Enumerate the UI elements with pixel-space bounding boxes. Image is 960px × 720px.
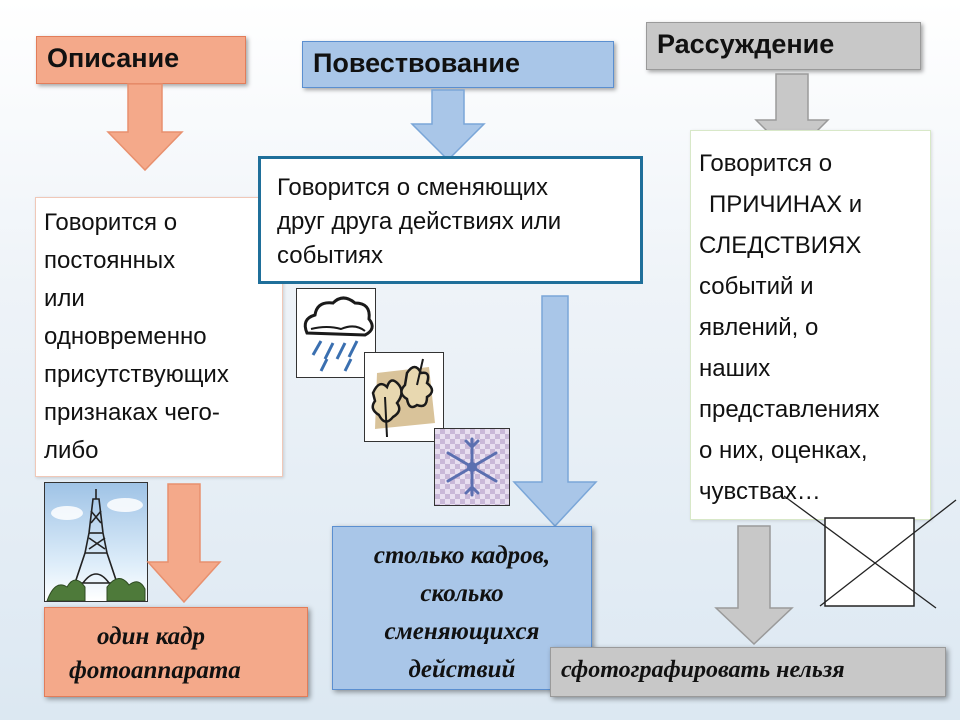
result-reasoning-label: сфотографировать нельзя [561, 657, 845, 683]
narration-text-box: Говорится о сменяющих друг друга действи… [258, 156, 643, 284]
reasoning-line-3: СЛЕДСТВИЯХ [699, 232, 862, 259]
narration-line-2: друг друга действиях или [277, 208, 562, 235]
header-reasoning-label: Рассуждение [657, 29, 835, 59]
result-description-line-1: один кадр [97, 623, 206, 650]
description-line-3: или [44, 285, 85, 312]
autumn-leaves-image [364, 352, 444, 442]
header-narration-label: Повествование [313, 48, 520, 78]
eiffel-tower-image [44, 482, 148, 602]
arrow-down-description-result [146, 483, 222, 604]
autumn-leaves-drawing [371, 358, 435, 438]
description-line-2: постоянных [44, 247, 176, 274]
reasoning-text-box: Говорится о ПРИЧИНАХ и СЛЕДСТВИЯХ событи… [690, 130, 931, 520]
crossed-box-icon [783, 495, 957, 609]
result-narration-line-1: столько кадров, [373, 542, 551, 569]
description-line-7: либо [44, 437, 99, 464]
narration-line-1: Говорится о сменяющих [277, 174, 548, 201]
header-reasoning: Рассуждение [646, 22, 921, 70]
arrow-down-narration-result [512, 295, 598, 528]
result-description: один кадр фотоаппарата [44, 607, 308, 697]
snowflake-drawing [435, 429, 509, 505]
reasoning-line-5: явлений, о [699, 314, 819, 341]
reasoning-line-6: наших [699, 355, 771, 382]
result-description-line-2: фотоаппарата [69, 657, 241, 684]
reasoning-line-9: чувствах… [699, 478, 821, 505]
arrow-down-description [106, 83, 184, 172]
header-description-label: Описание [47, 43, 180, 73]
header-narration: Повествование [302, 41, 614, 88]
description-line-1: Говорится о [44, 209, 178, 236]
result-narration-line-3: сменяющихся [384, 618, 540, 645]
result-reasoning: сфотографировать нельзя [550, 647, 946, 697]
result-narration-line-4: действий [408, 656, 516, 683]
snowflake-image [434, 428, 510, 506]
description-text-box: Говорится о постоянных или одновременно … [35, 197, 283, 477]
narration-line-3: событиях [277, 242, 384, 269]
result-narration: столько кадров, сколько сменяющихся дейс… [332, 526, 592, 690]
reasoning-line-2: ПРИЧИНАХ и [709, 191, 863, 218]
reasoning-line-7: представлениях [699, 396, 880, 423]
arrow-down-reasoning-result [714, 525, 794, 646]
reasoning-line-1: Говорится о [699, 150, 833, 177]
arrow-down-narration [410, 89, 486, 162]
description-line-6: признаках чего- [44, 399, 220, 426]
rain-cloud-drawing [303, 296, 374, 372]
description-line-4: одновременно [44, 323, 207, 350]
description-line-5: присутствующих [44, 361, 229, 388]
eiffel-tower-drawing [46, 489, 146, 602]
result-narration-line-2: сколько [420, 580, 504, 607]
reasoning-line-8: о них, оценках, [699, 437, 868, 464]
rain-cloud-image [296, 288, 376, 378]
header-description: Описание [36, 36, 246, 84]
reasoning-line-4: событий и [699, 273, 814, 300]
